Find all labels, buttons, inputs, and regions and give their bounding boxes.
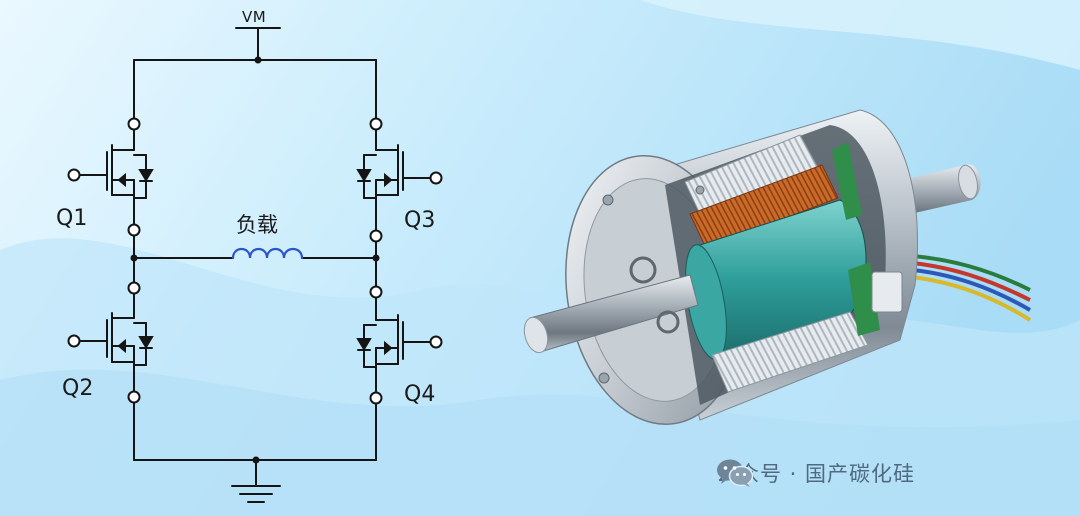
q2-transistor xyxy=(67,281,154,404)
motor-illustration xyxy=(523,109,1032,425)
load-inductor xyxy=(231,247,304,260)
h-bridge-circuit xyxy=(67,27,443,503)
watermark: 公众号 · 国产碳化硅 xyxy=(716,458,915,488)
q3-label: Q3 xyxy=(404,208,436,233)
q1-transistor xyxy=(67,117,154,237)
q4-label: Q4 xyxy=(404,382,436,407)
wechat-icon xyxy=(717,459,754,487)
q2-label: Q2 xyxy=(62,376,94,401)
supply-label: VM xyxy=(242,8,267,26)
q3-transistor xyxy=(356,117,443,243)
q1-label: Q1 xyxy=(56,206,88,231)
q4-transistor xyxy=(356,285,443,405)
ground-symbol xyxy=(231,459,281,503)
load-label: 负载 xyxy=(236,213,278,237)
